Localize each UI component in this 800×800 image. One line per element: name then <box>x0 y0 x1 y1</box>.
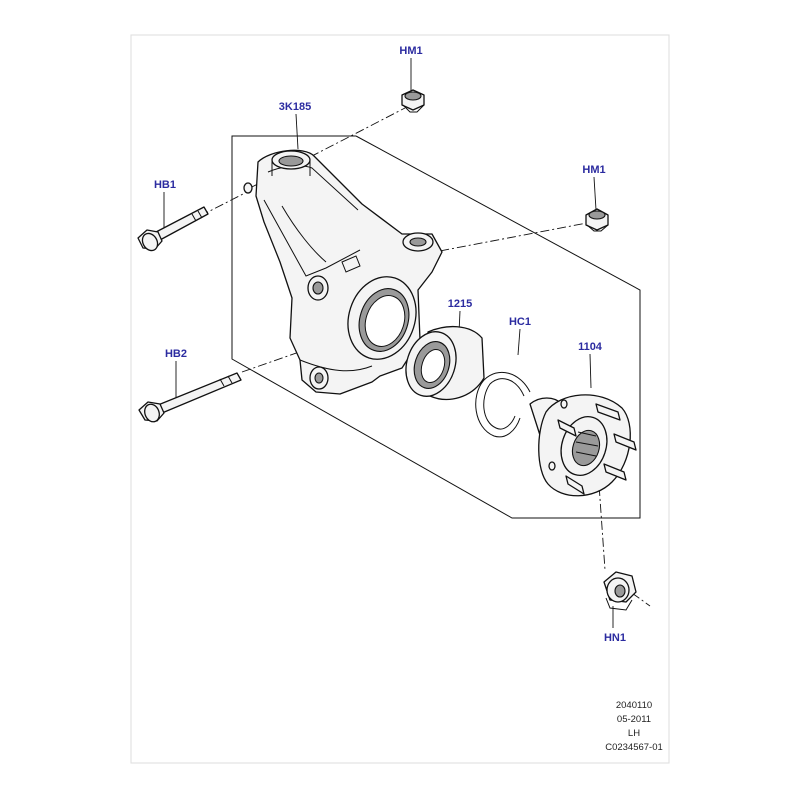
wheel-bearing[interactable] <box>398 325 485 403</box>
callout-hb1: HB1 <box>154 179 176 191</box>
callout-hb2: HB2 <box>165 348 187 360</box>
hb1-bolt[interactable] <box>137 206 209 253</box>
metadata-line-2: 05-2011 <box>617 714 651 725</box>
steering-knuckle[interactable] <box>243 149 443 395</box>
hm1-right-nut[interactable] <box>585 208 609 232</box>
metadata-line-4: C0234567-01 <box>605 742 663 753</box>
circlip[interactable] <box>475 371 531 438</box>
callout-hm1-top: HM1 <box>399 45 422 57</box>
metadata-line-3: LH <box>628 728 640 739</box>
leader-lines <box>163 58 614 628</box>
callout-hc1: HC1 <box>509 316 531 328</box>
callout-3k185: 3K185 <box>279 101 311 113</box>
metadata-line-1: 2040110 <box>616 700 652 711</box>
callout-1215: 1215 <box>448 298 472 310</box>
hm1-top-nut[interactable] <box>401 89 425 113</box>
wheel-hub[interactable] <box>529 394 637 497</box>
assembly-frame <box>231 135 641 519</box>
hb2-bolt[interactable] <box>138 372 242 424</box>
callout-hm1-right: HM1 <box>582 164 605 176</box>
hn1-hub-nut[interactable] <box>603 571 637 611</box>
callout-1104: 1104 <box>578 341 603 353</box>
callout-hn1: HN1 <box>604 632 626 644</box>
